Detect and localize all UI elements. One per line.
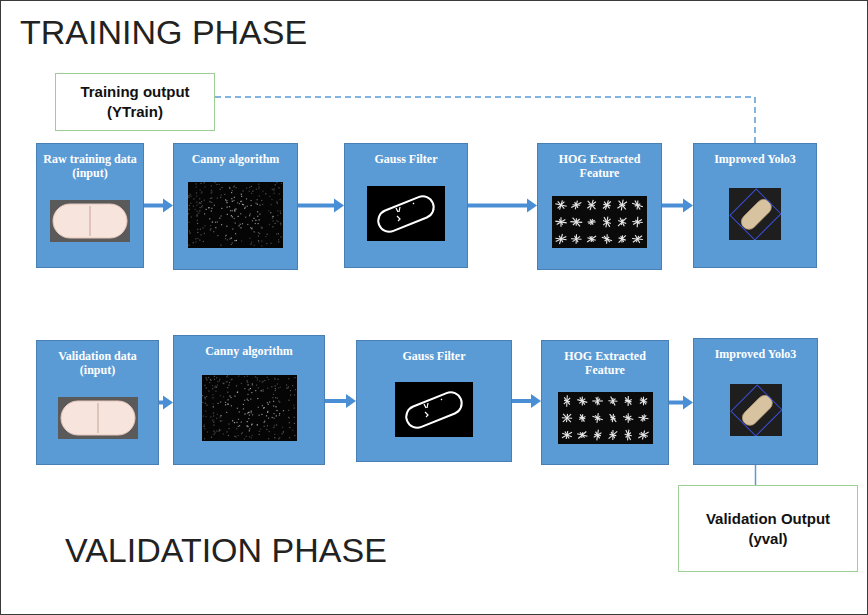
box-text: Gauss Filter (403, 349, 466, 363)
process-box: Raw training data (input) (36, 143, 144, 268)
arrow-head (163, 199, 173, 213)
connector-line (298, 204, 336, 208)
connector (159, 396, 173, 410)
arrow-head (527, 199, 537, 213)
yolo-illustration (730, 384, 782, 436)
connector (669, 396, 693, 410)
phase-heading: TRAINING PHASE (20, 12, 307, 52)
box-text: Improved Yolo3 (714, 152, 796, 166)
connector-line (755, 465, 757, 485)
canny-illustration (202, 375, 297, 441)
connector-line (468, 204, 529, 208)
connector-line (215, 97, 755, 143)
box-text: Gauss Filter (375, 152, 438, 166)
connector (512, 394, 541, 408)
connector (755, 465, 756, 485)
phase-heading: VALIDATION PHASE (65, 530, 387, 570)
gauss-illustration (367, 186, 445, 241)
process-box: HOG Extracted Feature (537, 143, 662, 270)
connector-line (669, 401, 685, 405)
arrow-head (346, 394, 356, 408)
arrow-head (683, 199, 693, 213)
process-box: Improved Yolo3 (693, 143, 817, 268)
box-text: Validation data (input) (42, 349, 153, 377)
connector (662, 199, 693, 213)
arrow-head (683, 396, 693, 410)
box-text: (yval) (748, 529, 787, 549)
gauss-illustration (395, 382, 473, 437)
hog-illustration (552, 196, 647, 248)
process-box: Improved Yolo3 (693, 338, 818, 465)
arrow-head (531, 394, 541, 408)
connector-line (325, 399, 348, 403)
connector (144, 199, 173, 213)
process-box: Canny algorithm (173, 335, 325, 465)
box-text: Validation Output (706, 509, 830, 529)
box-text: (YTrain) (107, 102, 163, 122)
process-box: Validation data (input) (36, 340, 159, 465)
box-text: Canny algorithm (192, 152, 280, 166)
connector (325, 394, 356, 408)
box-text: Improved Yolo3 (715, 347, 797, 361)
arrow-head (163, 396, 173, 410)
yolo-illustration (729, 188, 781, 240)
box-text: Training output (80, 82, 189, 102)
pill-illustration (50, 200, 130, 242)
process-box: Gauss Filter (344, 143, 468, 268)
output-box: Training output(YTrain) (55, 73, 215, 131)
box-text: HOG Extracted Feature (547, 349, 663, 377)
connector-line (512, 399, 533, 403)
process-box: Canny algorithm (173, 143, 298, 270)
box-text: Raw training data (input) (42, 152, 138, 180)
process-box: Gauss Filter (356, 340, 512, 462)
box-text: HOG Extracted Feature (543, 152, 656, 180)
box-text: Canny algorithm (205, 344, 293, 358)
connector (298, 199, 344, 213)
process-box: HOG Extracted Feature (541, 340, 669, 465)
output-box: Validation Output(yval) (678, 485, 858, 572)
connector-line (144, 204, 165, 208)
connector-line (662, 204, 685, 208)
arrow-head (334, 199, 344, 213)
connector (215, 97, 755, 143)
pill-illustration (58, 397, 138, 439)
canny-illustration (188, 182, 283, 248)
hog-illustration (558, 392, 653, 444)
connector (468, 199, 537, 213)
